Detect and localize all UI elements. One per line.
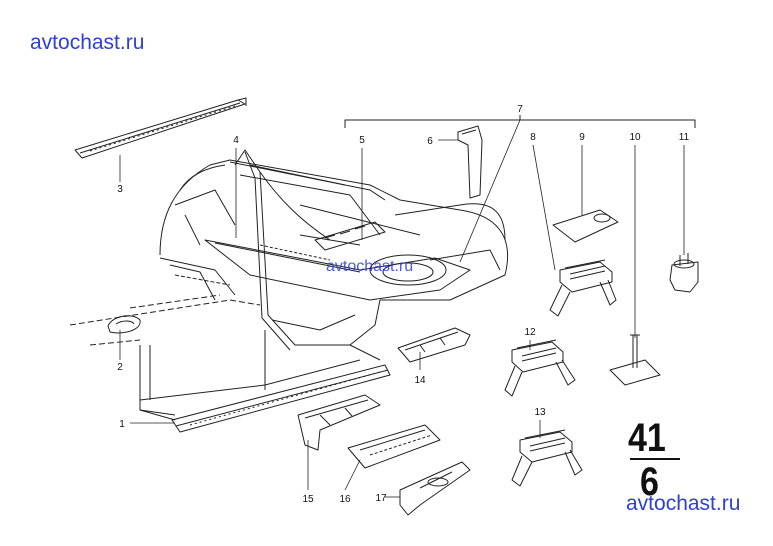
part-13-support — [511, 429, 583, 487]
callout-9: 9 — [579, 132, 585, 143]
section-number-bottom: 6 — [640, 460, 659, 504]
callout-4: 4 — [233, 135, 239, 146]
callout-11: 11 — [679, 132, 690, 143]
part-17-member — [399, 461, 471, 516]
callout-10: 10 — [629, 132, 641, 143]
part-9-plate — [552, 209, 619, 243]
part-4-door-frame — [139, 149, 381, 416]
part-14-member — [397, 327, 471, 363]
part-1-sill — [139, 364, 391, 433]
watermark-top: avtochast.ru — [30, 31, 145, 54]
callout-12: 12 — [524, 327, 536, 338]
callout-7: 7 — [517, 104, 523, 115]
callout-labels: 1 2 3 4 5 6 7 8 9 10 11 12 13 14 15 16 1… — [117, 104, 689, 505]
part-2-bracket — [107, 315, 141, 334]
part-8-support — [549, 259, 617, 317]
callout-1: 1 — [119, 419, 125, 430]
part-5-shelf-panel — [314, 221, 386, 251]
part-11-fitting — [669, 253, 699, 293]
group-bracket-7 — [344, 119, 696, 128]
part-12-support — [504, 339, 576, 397]
watermark-bottom: avtochast.ru — [626, 492, 741, 515]
callout-5: 5 — [359, 135, 365, 146]
callout-15: 15 — [302, 494, 314, 505]
section-number-top: 41 — [628, 416, 666, 460]
part-15-member — [297, 394, 381, 451]
callout-3: 3 — [117, 184, 123, 195]
part-3-roof-rail — [74, 97, 247, 159]
callout-6: 6 — [427, 136, 433, 147]
callout-14: 14 — [414, 375, 426, 386]
section-divider — [630, 458, 680, 460]
callout-17: 17 — [375, 493, 387, 504]
callout-2: 2 — [117, 362, 123, 373]
part-10-jack-stand — [609, 334, 661, 386]
leader-lines — [119, 119, 685, 498]
part-6-bracket — [457, 125, 483, 199]
watermark-center: avtochast.ru — [326, 258, 414, 275]
part-16-floor-panel — [347, 424, 441, 469]
body-shell — [69, 159, 509, 346]
callout-8: 8 — [530, 132, 536, 143]
callout-16: 16 — [339, 494, 351, 505]
callout-13: 13 — [534, 407, 546, 418]
